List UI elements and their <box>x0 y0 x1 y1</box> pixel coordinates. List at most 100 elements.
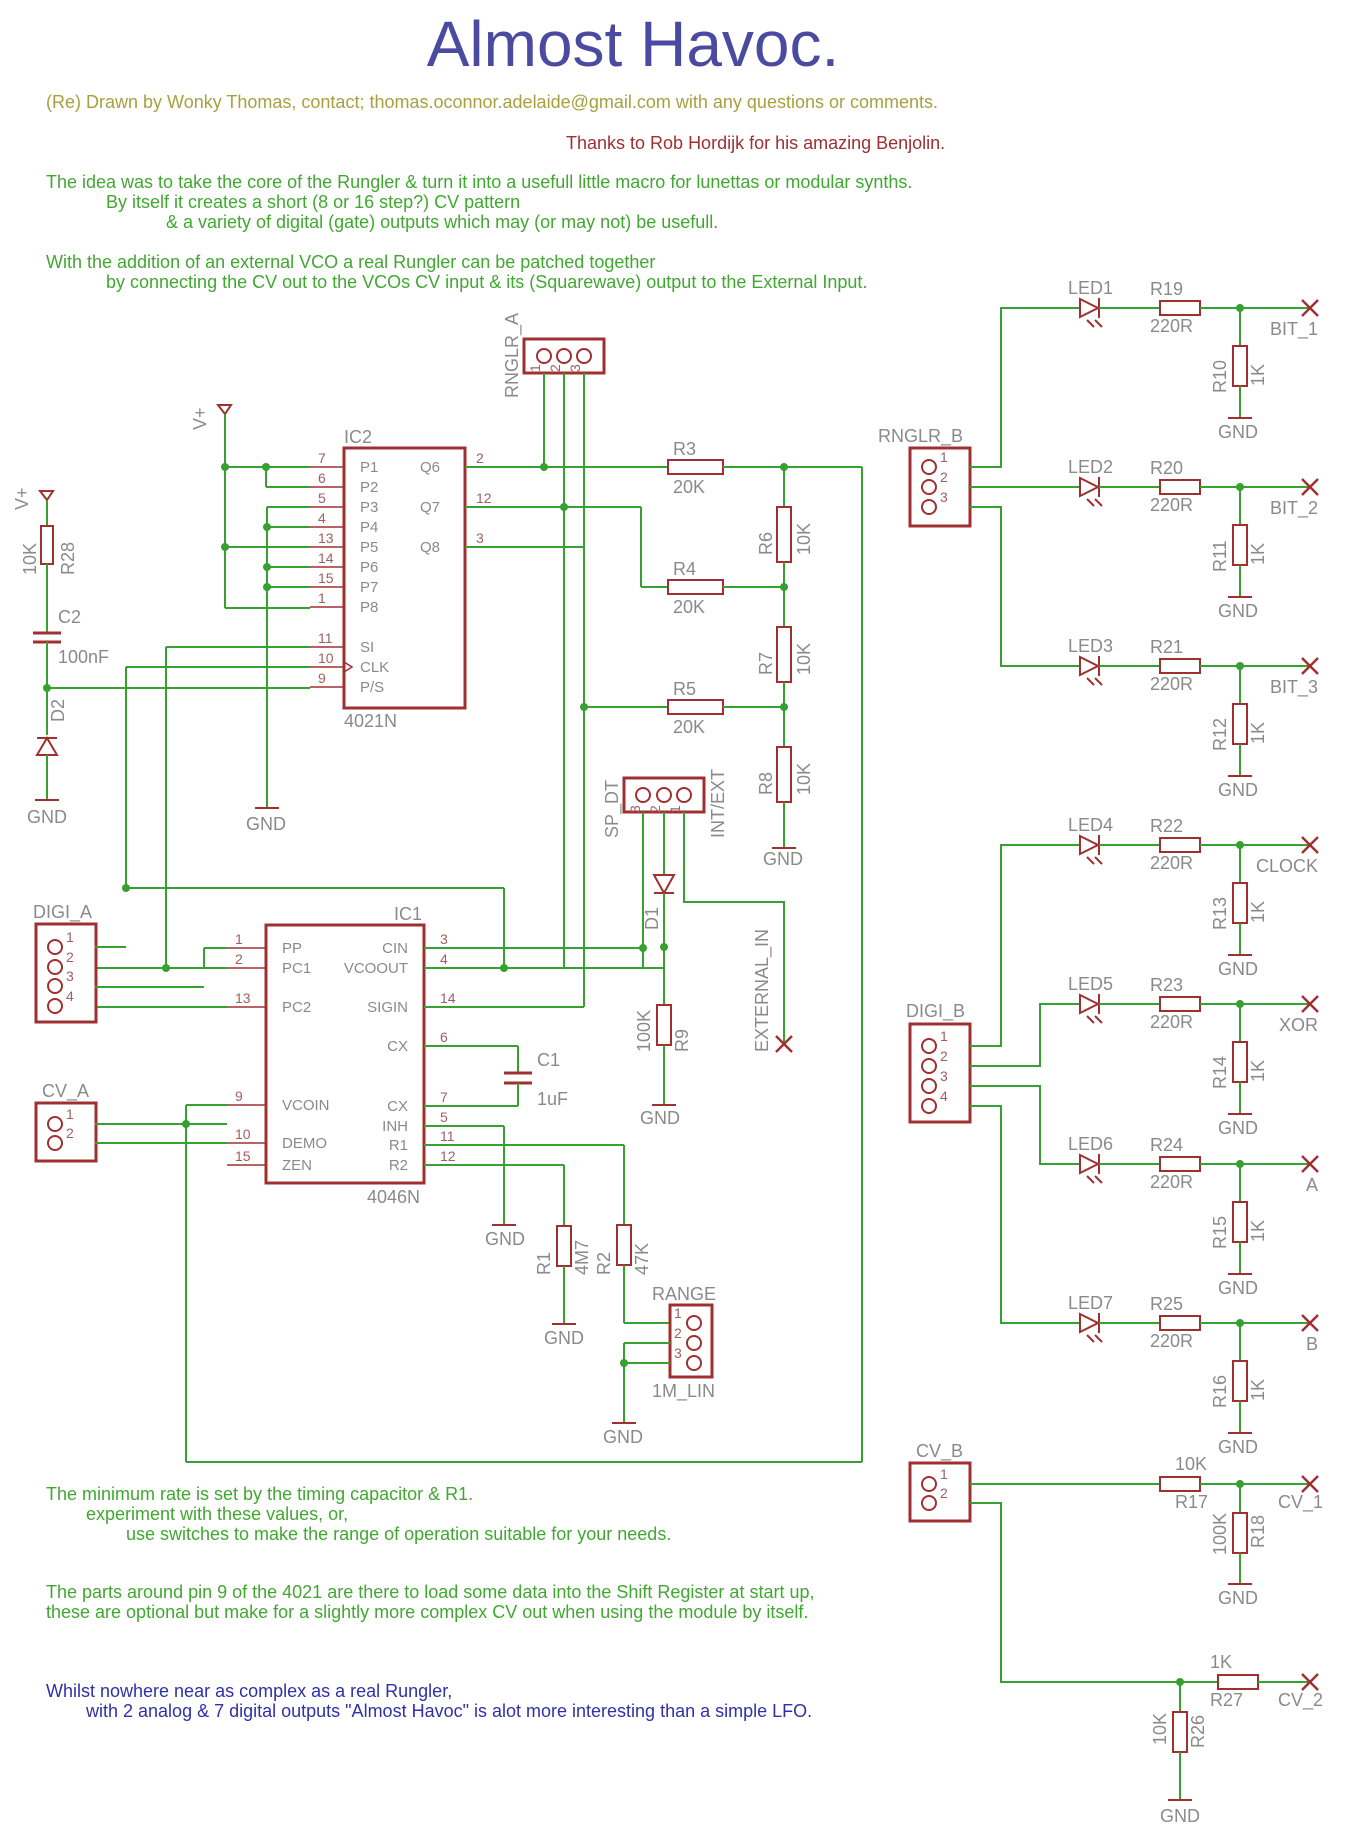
ic2-pin-number: 7 <box>318 450 326 466</box>
gnd-label: GND <box>1218 422 1258 442</box>
pulldown-label: R14 <box>1210 1056 1230 1089</box>
rnglr-b-connector[interactable]: 123 RNGLR_B <box>878 426 972 528</box>
rnglr-a-connector[interactable]: 1 2 3 RNGLR_A <box>502 313 606 398</box>
svg-text:1: 1 <box>940 1028 948 1044</box>
resistor-value: 220R <box>1150 853 1193 873</box>
resistor-r4 <box>667 579 724 595</box>
resistor-value: 220R <box>1150 674 1193 694</box>
ic2-pin-label: P2 <box>360 479 378 496</box>
svg-text:R4: R4 <box>673 559 696 579</box>
pulldown-label: R10 <box>1210 360 1230 393</box>
svg-text:GND: GND <box>1160 1806 1200 1826</box>
svg-text:1uF: 1uF <box>537 1089 568 1109</box>
svg-text:1: 1 <box>674 1305 682 1321</box>
svg-text:1: 1 <box>940 1466 948 1482</box>
svg-text:GND: GND <box>544 1328 584 1348</box>
ic1-pin-label: CX <box>387 1038 408 1055</box>
pulldown-label: R15 <box>1210 1216 1230 1249</box>
led-icon <box>1079 476 1101 498</box>
svg-text:3: 3 <box>627 805 643 813</box>
ic2-pin-label: P/S <box>360 679 384 696</box>
gnd-label: GND <box>1218 601 1258 621</box>
ic2-pin-number: 4 <box>318 510 326 526</box>
ic1-pin-number: 1 <box>235 931 243 947</box>
ic2-pin-number: 3 <box>476 530 484 546</box>
diode-d1 <box>652 874 676 896</box>
svg-text:1: 1 <box>66 929 74 945</box>
series-resistor <box>1159 479 1201 495</box>
cv-a-connector[interactable]: 12 CV_A <box>34 1081 98 1163</box>
resistor-r2 <box>616 1224 632 1266</box>
ic1-4046n: IC1 4046N 1PP2PC113PC29VCOIN10DEMO15ZEN … <box>227 904 462 1207</box>
pulldown-resistor <box>1232 1041 1248 1083</box>
ic1-pin-label: R1 <box>389 1137 408 1154</box>
svg-text:4021N: 4021N <box>344 711 397 731</box>
led-icon <box>1079 834 1101 856</box>
ic1-pin-number: 7 <box>440 1089 448 1105</box>
ic1-pin-label: PC2 <box>282 999 311 1016</box>
pulldown-resistor <box>1232 1360 1248 1402</box>
svg-text:3: 3 <box>66 968 74 984</box>
svg-text:2: 2 <box>674 1325 682 1341</box>
gnd-label: GND <box>1218 1437 1258 1457</box>
svg-text:100K: 100K <box>1210 1513 1230 1555</box>
svg-text:4046N: 4046N <box>367 1187 420 1207</box>
ic1-pin-number: 15 <box>235 1148 251 1164</box>
svg-text:EXTERNAL_IN: EXTERNAL_IN <box>752 929 773 1052</box>
svg-text:2: 2 <box>647 805 663 813</box>
svg-text:1K: 1K <box>1210 1652 1232 1672</box>
ic2-pin-number: 5 <box>318 490 326 506</box>
intro-line-2: By itself it creates a short (8 or 16 st… <box>106 192 520 212</box>
svg-text:GND: GND <box>246 814 286 834</box>
led-icon <box>1079 1153 1101 1175</box>
svg-text:GND: GND <box>640 1108 680 1128</box>
svg-text:R28: R28 <box>58 542 78 575</box>
svg-text:GND: GND <box>485 1229 525 1249</box>
pulldown-resistor <box>1232 524 1248 566</box>
ic2-pin-label: P5 <box>360 539 378 556</box>
output-label: BIT_2 <box>1270 498 1318 519</box>
svg-text:SP_DT: SP_DT <box>602 780 623 838</box>
pulldown-value: 1K <box>1248 1060 1268 1082</box>
resistor-r6 <box>776 506 792 563</box>
resistor-label: R23 <box>1150 975 1183 995</box>
vplus-label-left: V+ <box>12 487 32 510</box>
ic1-pin-label: VCOOUT <box>344 960 408 977</box>
ic1-pin-number: 9 <box>235 1088 243 1104</box>
svg-text:GND: GND <box>603 1427 643 1447</box>
resistor-label: R25 <box>1150 1294 1183 1314</box>
svg-text:IC2: IC2 <box>344 427 372 447</box>
svg-text:C2: C2 <box>58 607 81 627</box>
resistor-label: R19 <box>1150 279 1183 299</box>
resistor-r8 <box>776 746 792 803</box>
svg-text:10K: 10K <box>794 763 814 795</box>
svg-text:4M7: 4M7 <box>572 1240 592 1275</box>
resistor-value: 220R <box>1150 1172 1193 1192</box>
ic2-pin-number: 1 <box>318 590 326 606</box>
svg-text:10K: 10K <box>1150 1713 1170 1745</box>
svg-text:3: 3 <box>567 364 583 372</box>
gnd-label: GND <box>1218 780 1258 800</box>
cv-b-connector[interactable]: 12 CV_B <box>908 1441 972 1523</box>
svg-text:R3: R3 <box>673 439 696 459</box>
series-resistor <box>1159 1315 1201 1331</box>
note-line-1: The minimum rate is set by the timing ca… <box>46 1484 473 1504</box>
resistor-value: 220R <box>1150 316 1193 336</box>
svg-text:47K: 47K <box>632 1243 652 1275</box>
intro-line-4: With the addition of an external VCO a r… <box>46 252 655 272</box>
sp-dt-switch[interactable]: 3 2 1 SP_DT INT/EXT <box>602 769 728 838</box>
resistor-label: R22 <box>1150 816 1183 836</box>
output-label: BIT_1 <box>1270 319 1318 340</box>
led-label: LED3 <box>1068 636 1113 656</box>
ic2-pin-label: P3 <box>360 499 378 516</box>
ic2-pin-label: P8 <box>360 599 378 616</box>
range-pot-connector[interactable]: 123 RANGE 1M_LIN <box>652 1284 716 1402</box>
ic2-pin-label: Q8 <box>420 539 440 556</box>
gnd-label: GND <box>1218 1278 1258 1298</box>
